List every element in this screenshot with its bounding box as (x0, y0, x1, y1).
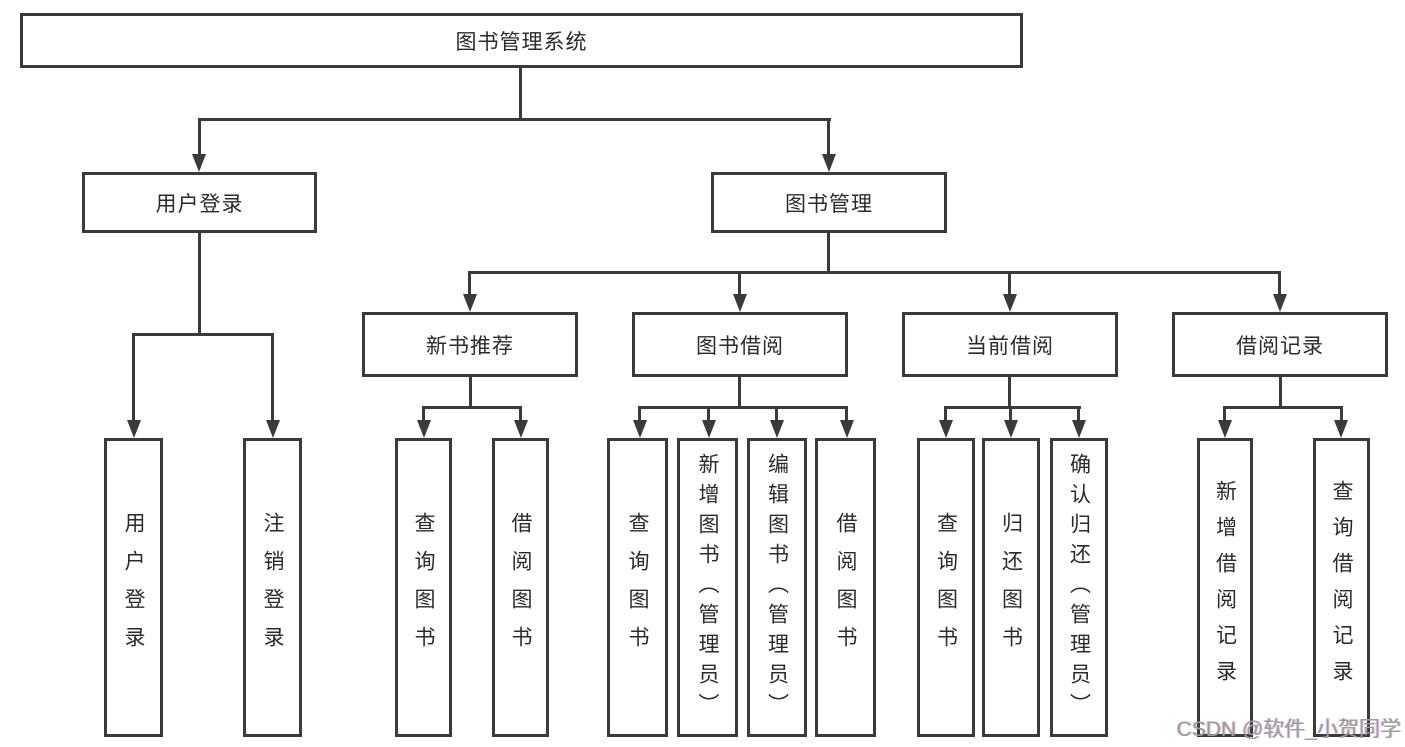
connector-line (1279, 377, 1282, 408)
leaf-label: 新增图书（管理员） (696, 452, 719, 723)
connector-line (198, 120, 201, 155)
node-book-borrow: 图书借阅 (632, 312, 848, 377)
connector-line (468, 273, 471, 295)
leaf-add-borrow-record: 新增借阅记录 (1197, 438, 1253, 737)
node-label: 图书管理 (785, 192, 873, 216)
arrow-head-down-icon (939, 420, 953, 438)
arrow-head-down-icon (266, 420, 280, 438)
connector-line (1340, 408, 1343, 422)
connector-line (1223, 406, 1343, 409)
connector-line (519, 408, 522, 422)
connector-line (469, 377, 472, 408)
node-new-book-recommend: 新书推荐 (362, 312, 578, 377)
connector-line (468, 271, 1281, 274)
node-label: 图书借阅 (696, 334, 784, 358)
connector-line (132, 333, 274, 336)
leaf-query-books-recommend: 查询图书 (395, 438, 452, 737)
connector-line (1008, 273, 1011, 295)
node-system-root: 图书管理系统 (20, 13, 1023, 68)
leaf-borrow-books: 借阅图书 (815, 438, 876, 737)
leaf-label: 注销登录 (261, 511, 284, 664)
leaf-borrow-books-recommend: 借阅图书 (492, 438, 549, 737)
connector-line (198, 233, 201, 335)
connector-line (944, 408, 947, 422)
leaf-query-borrow-record: 查询借阅记录 (1313, 438, 1370, 737)
arrow-head-down-icon (840, 420, 854, 438)
connector-line (422, 406, 522, 409)
arrow-head-down-icon (633, 420, 647, 438)
arrow-head-down-icon (514, 420, 528, 438)
arrow-head-down-icon (702, 420, 716, 438)
leaf-query-books-current: 查询图书 (917, 438, 975, 737)
arrow-head-down-icon (1072, 420, 1086, 438)
connector-line (1009, 408, 1012, 422)
connector-line (1077, 408, 1080, 422)
connector-line (944, 406, 1081, 409)
arrow-head-down-icon (733, 294, 747, 312)
leaf-label: 查询图书 (412, 511, 435, 664)
leaf-label: 新增借阅记录 (1213, 479, 1237, 696)
node-label: 借阅记录 (1236, 334, 1324, 358)
leaf-label: 借阅图书 (834, 511, 857, 664)
node-label: 用户登录 (155, 192, 244, 216)
leaf-add-book-admin: 新增图书（管理员） (677, 438, 738, 737)
arrow-head-down-icon (770, 420, 784, 438)
leaf-label: 查询借阅记录 (1330, 479, 1353, 696)
arrow-head-down-icon (417, 420, 431, 438)
arrow-head-down-icon (127, 420, 141, 438)
connector-line (775, 408, 778, 422)
leaf-label: 查询图书 (934, 511, 958, 664)
connector-line (738, 377, 741, 408)
csdn-watermark: CSDN @软件_小贺同学 (1176, 718, 1401, 741)
leaf-user-login: 用户登录 (104, 438, 163, 737)
leaf-edit-book-admin: 编辑图书（管理员） (747, 438, 807, 737)
connector-line (707, 408, 710, 422)
node-label: 新书推荐 (426, 334, 514, 358)
leaf-label: 查询图书 (626, 511, 649, 664)
arrow-head-down-icon (1003, 294, 1017, 312)
leaf-return-book: 归还图书 (982, 438, 1040, 737)
leaf-label: 确认归还（管理员） (1067, 452, 1091, 723)
leaf-confirm-return-admin: 确认归还（管理员） (1050, 438, 1108, 737)
leaf-label: 借阅图书 (509, 511, 532, 664)
node-borrow-records: 借阅记录 (1172, 312, 1388, 377)
arrow-head-down-icon (822, 154, 836, 172)
node-label: 当前借阅 (966, 334, 1054, 358)
connector-line (1008, 377, 1011, 408)
node-user-login: 用户登录 (82, 172, 317, 233)
connector-line (827, 120, 830, 155)
connector-line (738, 273, 741, 295)
node-label: 图书管理系统 (455, 30, 588, 54)
node-current-borrow: 当前借阅 (902, 312, 1118, 377)
arrow-head-down-icon (1334, 420, 1348, 438)
connector-line (1278, 273, 1281, 295)
arrow-head-down-icon (192, 154, 206, 172)
connector-line (198, 118, 831, 121)
connector-line (1223, 408, 1226, 422)
connector-line (271, 335, 274, 421)
node-book-management: 图书管理 (711, 172, 947, 233)
arrow-head-down-icon (1218, 420, 1232, 438)
connector-line (132, 335, 135, 421)
leaf-label: 编辑图书（管理员） (765, 452, 789, 723)
leaf-query-books-borrow: 查询图书 (607, 438, 668, 737)
arrow-head-down-icon (463, 294, 477, 312)
arrow-head-down-icon (1004, 420, 1018, 438)
connector-line (422, 408, 425, 422)
connector-line (638, 406, 848, 409)
leaf-logout: 注销登录 (243, 438, 302, 737)
connector-line (638, 408, 641, 422)
connector-line (845, 408, 848, 422)
leaf-label: 用户登录 (122, 511, 145, 664)
arrow-head-down-icon (1273, 294, 1287, 312)
leaf-label: 归还图书 (999, 511, 1023, 664)
connector-line (827, 233, 830, 273)
connector-line (519, 68, 522, 120)
